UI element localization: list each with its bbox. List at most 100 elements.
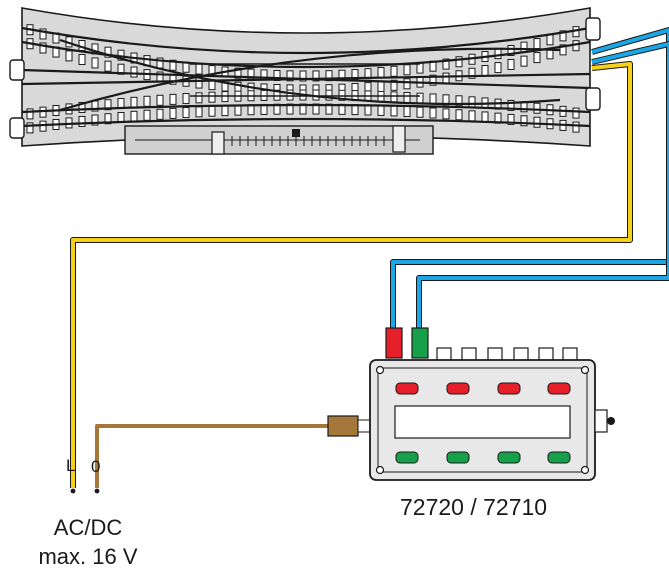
label-panel [394, 405, 571, 439]
track-sleeper [533, 102, 541, 114]
track-sleeper [403, 92, 411, 104]
track-sleeper [195, 106, 203, 118]
red-button-4[interactable] [547, 382, 571, 395]
track-sleeper [26, 108, 34, 120]
screw-icon [580, 465, 590, 475]
track-sleeper [520, 55, 528, 67]
green-button-2[interactable] [446, 451, 470, 464]
track-sleeper [169, 107, 177, 119]
track-sleeper [91, 114, 99, 126]
track-sleeper [533, 38, 541, 50]
terminal-0-label: 0 [91, 457, 101, 476]
track-sleeper [195, 63, 203, 75]
track-sleeper [286, 89, 294, 101]
track-sleeper [377, 67, 385, 79]
green-connector-plug [411, 327, 429, 359]
power-supply-voltage-label: max. 16 V [38, 544, 138, 569]
brown-wire-plug [327, 415, 359, 437]
track-sleeper [299, 70, 307, 82]
track-sleeper [104, 99, 112, 111]
track-sleeper [130, 110, 138, 122]
track-sleeper [416, 106, 424, 118]
red-button-2[interactable] [446, 382, 470, 395]
track-sleeper [455, 109, 463, 121]
track-sleeper [416, 92, 424, 104]
wires [70, 27, 669, 488]
red-connector-plug [385, 327, 403, 359]
rail-end-connectors [9, 17, 601, 139]
track-sleeper [390, 105, 398, 117]
track-sleeper [442, 58, 450, 70]
track-sleeper [559, 30, 567, 42]
track-sleeper [377, 81, 385, 93]
power-supply-type-label: AC/DC [53, 515, 123, 540]
track-sleeper [286, 70, 294, 82]
track-sleeper [26, 122, 34, 134]
track-sleeper [65, 50, 73, 62]
control-unit [369, 327, 615, 481]
track-sleeper [390, 91, 398, 103]
track-sleeper [468, 110, 476, 122]
track-sleeper [494, 48, 502, 60]
track-sleeper [78, 115, 86, 127]
track-sleeper [455, 56, 463, 68]
double-slip-switch-track [9, 7, 601, 155]
track-sleeper [468, 96, 476, 108]
side-connector [594, 409, 608, 433]
green-button-4[interactable] [547, 451, 571, 464]
track-sleeper [520, 41, 528, 53]
track-sleeper [78, 54, 86, 66]
track-sleeper [195, 77, 203, 89]
track-sleeper [546, 34, 554, 46]
track-sleeper [234, 67, 242, 79]
track-sleeper [39, 42, 47, 54]
red-button-1[interactable] [395, 382, 419, 395]
track-sleeper [494, 62, 502, 74]
track-sleeper [156, 94, 164, 106]
power-terminals [70, 488, 100, 494]
track-sleeper [130, 96, 138, 108]
track-sleeper [429, 93, 437, 105]
track-sleeper [104, 113, 112, 125]
track-sleeper [377, 104, 385, 116]
track-sleeper [572, 121, 580, 133]
track-sleeper [481, 111, 489, 123]
track-sleeper [507, 99, 515, 111]
track-sleeper [429, 74, 437, 86]
terminal-0-post [94, 488, 100, 494]
track-sleeper [533, 52, 541, 64]
track-sleeper [91, 57, 99, 69]
screw-icon [375, 465, 385, 475]
track-sleeper [208, 105, 216, 117]
track-sleeper [195, 92, 203, 104]
track-sleeper [169, 59, 177, 71]
track-sleeper [403, 78, 411, 90]
track-sleeper [312, 70, 320, 82]
track-sleeper [442, 72, 450, 84]
track-sleeper [169, 93, 177, 105]
track-sleeper [156, 108, 164, 120]
track-sleeper [234, 104, 242, 116]
track-sleeper [325, 89, 333, 101]
rails [21, 26, 591, 128]
track-sleeper [507, 58, 515, 70]
green-button-1[interactable] [395, 451, 419, 464]
red-button-3[interactable] [497, 382, 521, 395]
brown-wire-to-0 [95, 424, 330, 488]
track-sleeper [468, 67, 476, 79]
terminal-L-label: L [66, 456, 76, 475]
track-sleeper [507, 113, 515, 125]
track-sleeper [390, 79, 398, 91]
track-sleeper [39, 28, 47, 40]
track-sleeper [182, 107, 190, 119]
track-sleeper [533, 116, 541, 128]
track-sleeper [507, 44, 515, 56]
screw-icon [375, 365, 385, 375]
track-sleeper [481, 65, 489, 77]
track-sleeper [208, 91, 216, 103]
track-sleeper [104, 60, 112, 72]
track-sleeper [403, 64, 411, 76]
green-button-3[interactable] [497, 451, 521, 464]
track-sleeper [520, 115, 528, 127]
